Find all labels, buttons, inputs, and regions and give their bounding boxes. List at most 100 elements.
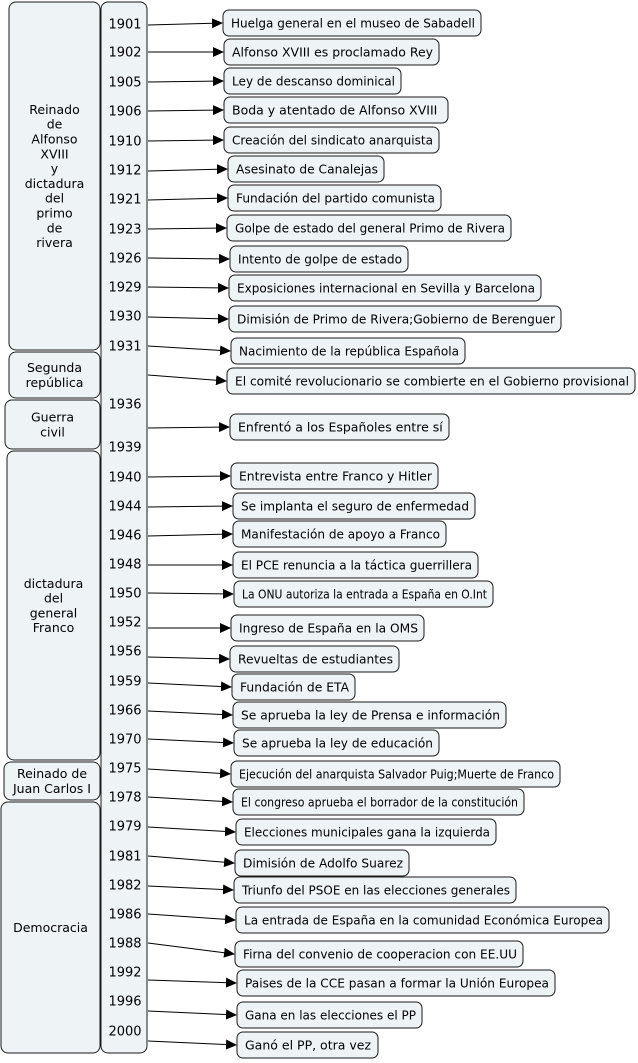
event-label: Se aprueba la ley de educación (242, 736, 433, 751)
period-box: ReinadodeAlfonsoXVIIIydictaduradelprimod… (8, 1, 101, 351)
period-box-frame (8, 351, 101, 399)
period-label-line: Alfonso (31, 132, 77, 147)
connector-arrow (147, 1039, 237, 1050)
event-box-frame (230, 337, 466, 365)
event-box: Ejecución del anarquista Salvador Puig;M… (230, 760, 561, 788)
event-box: Revueltas de estudiantes (229, 645, 400, 673)
event-label: Se aprueba la ley de Prensa e informació… (241, 708, 500, 723)
event-box-frame (234, 849, 410, 877)
event-box: Asesinato de Canalejas (227, 155, 385, 183)
event-box-frame (229, 413, 450, 441)
year-label: 1902 (108, 46, 141, 61)
year-label: 1988 (108, 937, 141, 952)
event-label: Elecciones municipales gana la izquierda (244, 825, 490, 840)
event-label: La entrada de España en la comunidad Eco… (244, 913, 603, 928)
connector-arrow (147, 345, 231, 356)
connector-arrow (147, 1009, 237, 1020)
event-box: Triunfo del PSOE en las elecciones gener… (233, 876, 517, 904)
event-box: Nacimiento de la república Española (230, 337, 466, 365)
year-label: 1979 (108, 820, 141, 835)
event-box-frame (228, 274, 542, 302)
period-box-frame (0, 801, 101, 1054)
event-label: Huelga general en el museo de Sabadell (231, 16, 475, 31)
period-label-line: Juan Carlos I (12, 781, 91, 796)
year-label: 1906 (108, 105, 141, 120)
connector-arrow (147, 76, 224, 87)
year-label: 1959 (108, 675, 141, 690)
year-label: 1952 (108, 616, 141, 631)
event-label: Enfrentó a los Españoles entre sí (238, 420, 443, 435)
connector-arrow (147, 681, 232, 692)
event-label: Ley de descanso dominical (232, 74, 395, 89)
event-box: Se implanta el seguro de enfermedad (232, 492, 476, 520)
period-box-frame (3, 761, 101, 801)
event-box-frame (236, 969, 556, 997)
event-label: Triunfo del PSOE en las elecciones gener… (241, 883, 510, 898)
year-label: 1929 (108, 281, 141, 296)
event-box: Huelga general en el museo de Sabadell (222, 9, 482, 37)
year-label: 1940 (108, 471, 141, 486)
year-label: 1910 (108, 135, 141, 150)
event-label: Manifestación de apoyo a Franco (241, 527, 440, 542)
event-box: Gana en las elecciones el PP (236, 1001, 423, 1029)
event-box-frame (233, 580, 494, 608)
event-label: Fundación del partido comunista (236, 191, 435, 206)
event-box: El congreso aprueba el borrador de la co… (232, 788, 525, 816)
event-box-frame (232, 520, 447, 548)
connector-arrow (147, 282, 229, 293)
period-label-line: civil (40, 424, 65, 439)
event-label: Ingreso de España en la OMS (239, 621, 418, 636)
connector-arrow (147, 253, 230, 264)
year-label: 1944 (108, 500, 141, 515)
event-box: Alfonso XVIII es proclamado Rey (223, 38, 440, 66)
event-box-frame (235, 906, 610, 934)
event-box-frame (226, 367, 636, 395)
year-label: 1948 (108, 558, 141, 573)
period-label-line: Democracia (13, 920, 88, 935)
event-label: Gana en las elecciones el PP (245, 1008, 416, 1023)
connector-arrow (147, 709, 233, 720)
year-label: 1923 (108, 223, 141, 238)
event-box-frame (236, 1031, 379, 1059)
year-label: 1946 (108, 529, 141, 544)
event-label: La ONU autoriza la entrada a España en O… (242, 587, 487, 602)
connector-arrow (147, 913, 236, 925)
event-box-frame (231, 673, 356, 701)
event-label: Dimisión de Primo de Rivera;Gobierno de … (237, 312, 556, 327)
connector-arrow (147, 135, 224, 146)
event-label: Entrevista entre Franco y Hitler (239, 469, 433, 484)
connector-arrow (147, 529, 233, 540)
event-box: Manifestación de apoyo a Franco (232, 520, 447, 548)
year-label: 1931 (108, 340, 141, 355)
event-label: Dimisión de Adolfo Suarez (243, 856, 403, 871)
year-label: 1905 (108, 76, 141, 91)
event-box-frame (236, 1001, 423, 1029)
period-box-frame (4, 399, 101, 450)
event-label: Fundación de ETA (240, 680, 349, 695)
event-box-frame (230, 462, 439, 490)
connector-arrow (147, 223, 227, 234)
connector-arrow (147, 501, 233, 512)
period-label-line: Guerra (31, 410, 74, 425)
period-label-line: general (30, 605, 78, 620)
event-box: La ONU autoriza la entrada a España en O… (233, 580, 494, 608)
event-box-frame (229, 645, 400, 673)
event-box-frame (223, 67, 402, 95)
event-box: Ganó el PP, otra vez (236, 1031, 379, 1059)
event-box: Se aprueba la ley de Prensa e informació… (232, 701, 507, 729)
year-label: 1912 (108, 164, 141, 179)
period-label-line: del (45, 191, 64, 206)
event-box-frame (234, 940, 524, 968)
event-box-frame (232, 551, 479, 579)
year-label: 1981 (108, 850, 141, 865)
event-box: Elecciones municipales gana la izquierda (235, 818, 497, 846)
connector-arrow (147, 768, 231, 779)
event-box-frame (223, 126, 440, 154)
period-label-line: XVIII (40, 146, 68, 161)
event-label: Ejecución del anarquista Salvador Puig;M… (239, 767, 554, 782)
period-label-line: Reinado de (17, 766, 87, 781)
event-label: El congreso aprueba el borrador de la co… (241, 795, 518, 810)
event-box: Entrevista entre Franco y Hitler (230, 462, 439, 490)
